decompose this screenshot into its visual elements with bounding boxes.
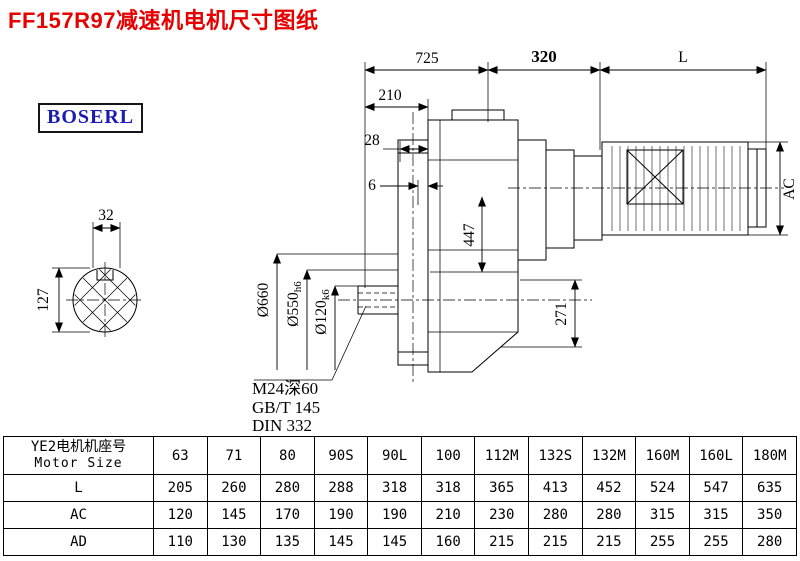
dim-cell: 190 bbox=[367, 501, 422, 529]
shaft-hatching bbox=[74, 269, 136, 331]
fan-cover bbox=[747, 148, 767, 228]
dim-cell: 280 bbox=[581, 501, 637, 529]
row-label: AD bbox=[3, 528, 154, 556]
dim-447-label: 447 bbox=[461, 223, 478, 247]
dim-cell: 170 bbox=[260, 501, 315, 529]
dim-32: 32 bbox=[92, 207, 121, 268]
dim-cell: 524 bbox=[635, 474, 690, 502]
dim-cell: 547 bbox=[688, 474, 744, 502]
dim-210-label: 210 bbox=[378, 87, 402, 104]
dim-cell: 145 bbox=[367, 528, 422, 556]
row-label: AC bbox=[3, 501, 154, 529]
dim-447: 447 bbox=[430, 196, 518, 273]
dim-cell: 280 bbox=[260, 474, 315, 502]
dim-cell: 288 bbox=[313, 474, 369, 502]
top-dimension-chain: 725 320 L bbox=[364, 47, 767, 288]
dia-660-label: Ø660 bbox=[255, 283, 272, 318]
motor-size-header-en: Motor Size bbox=[34, 456, 123, 471]
dim-cell: 315 bbox=[688, 501, 744, 529]
dim-127: 127 bbox=[35, 267, 90, 333]
motor-size-header-cn: YE2电机机座号 bbox=[30, 439, 127, 455]
standard-din-label: DIN 332 bbox=[252, 416, 312, 435]
dim-28: 28 bbox=[364, 132, 429, 162]
shaft-end-view bbox=[72, 267, 138, 333]
dim-cell: 130 bbox=[206, 528, 262, 556]
dim-cell: 255 bbox=[688, 528, 744, 556]
terminal-box bbox=[626, 149, 684, 205]
gear-housing bbox=[427, 109, 519, 373]
dim-725-label: 725 bbox=[415, 50, 439, 67]
standard-gb-label: GB/T 145 bbox=[252, 398, 320, 417]
dia-550-label: Ø550h6 bbox=[285, 281, 304, 327]
dim-cell: 318 bbox=[367, 474, 422, 502]
table-row-L: L 205 260 280 288 318 318 365 413 452 52… bbox=[3, 474, 797, 502]
dia-120-label: Ø120k6 bbox=[313, 289, 332, 335]
motor-size-col: 132M bbox=[581, 436, 637, 475]
dim-cell: 452 bbox=[581, 474, 637, 502]
motor-size-col: 90L bbox=[367, 436, 422, 475]
dim-cell: 255 bbox=[635, 528, 690, 556]
motor-size-col: 160M bbox=[635, 436, 690, 475]
row-label: L bbox=[3, 474, 154, 502]
dim-cell: 215 bbox=[474, 528, 530, 556]
dim-cell: 260 bbox=[206, 474, 262, 502]
dim-127-label: 127 bbox=[35, 288, 52, 312]
motor-size-col: 63 bbox=[153, 436, 208, 475]
motor-size-col: 100 bbox=[420, 436, 476, 475]
dim-cell: 280 bbox=[528, 501, 583, 529]
dim-L-label: L bbox=[678, 49, 687, 66]
center-lines bbox=[66, 112, 784, 384]
motor bbox=[601, 141, 767, 236]
page-title: FF157R97减速机电机尺寸图纸 bbox=[8, 8, 319, 33]
dim-32-label: 32 bbox=[98, 207, 114, 224]
dim-cell: 135 bbox=[260, 528, 315, 556]
dim-cell: 110 bbox=[153, 528, 208, 556]
dim-cell: 350 bbox=[742, 501, 797, 529]
motor-size-col: 90S bbox=[313, 436, 369, 475]
dim-cell: 280 bbox=[742, 528, 797, 556]
thread-spec-label: M24深60 bbox=[252, 379, 318, 398]
thread-spec-block: M24深60 GB/T 145 DIN 332 bbox=[252, 305, 367, 435]
dim-cell: 145 bbox=[206, 501, 262, 529]
dim-28-label: 28 bbox=[364, 132, 380, 149]
dim-cell: 145 bbox=[313, 528, 369, 556]
dim-cell: 635 bbox=[742, 474, 797, 502]
dimension-drawing: 32 127 bbox=[35, 47, 798, 435]
table-row-AC: AC 120 145 170 190 190 210 230 280 280 3… bbox=[3, 501, 797, 529]
dim-cell: 365 bbox=[474, 474, 530, 502]
motor-size-col: 132S bbox=[528, 436, 583, 475]
motor-dimension-table: YE2电机机座号 Motor Size 63 71 80 90S 90L 100… bbox=[3, 436, 797, 556]
diameter-dimensions: Ø660 Ø550h6 Ø120k6 bbox=[255, 253, 398, 370]
dim-cell: 230 bbox=[474, 501, 530, 529]
dim-271-label: 271 bbox=[553, 302, 570, 325]
dim-320-label: 320 bbox=[531, 47, 557, 66]
dim-cell: 215 bbox=[528, 528, 583, 556]
motor-size-col: 80 bbox=[260, 436, 315, 475]
dim-cell: 205 bbox=[153, 474, 208, 502]
dim-cell: 413 bbox=[528, 474, 583, 502]
dim-AC-label: AC bbox=[781, 178, 798, 200]
table-row-AD: AD 110 130 135 145 145 160 215 215 215 2… bbox=[3, 528, 797, 556]
dim-271: 271 bbox=[501, 279, 582, 348]
dim-cell: 210 bbox=[420, 501, 476, 529]
motor-size-col: 160L bbox=[688, 436, 744, 475]
motor-size-header-cell: YE2电机机座号 Motor Size bbox=[3, 436, 154, 475]
dim-6-label: 6 bbox=[368, 177, 376, 194]
brand-logo: BOSERL bbox=[38, 103, 144, 133]
dim-AC: AC bbox=[748, 141, 798, 236]
motor-fins bbox=[611, 146, 741, 231]
motor-size-col: 71 bbox=[206, 436, 262, 475]
motor-adapter bbox=[517, 139, 603, 261]
dim-cell: 318 bbox=[420, 474, 476, 502]
dim-cell: 315 bbox=[635, 501, 690, 529]
keyway bbox=[96, 270, 114, 281]
dim-cell: 120 bbox=[153, 501, 208, 529]
table-header-row: YE2电机机座号 Motor Size 63 71 80 90S 90L 100… bbox=[3, 436, 797, 475]
motor-size-col: 112M bbox=[474, 436, 530, 475]
dim-cell: 215 bbox=[581, 528, 637, 556]
dim-cell: 190 bbox=[313, 501, 369, 529]
dim-cell: 160 bbox=[420, 528, 476, 556]
dim-6: 6 bbox=[368, 177, 443, 205]
motor-size-col: 180M bbox=[742, 436, 797, 475]
